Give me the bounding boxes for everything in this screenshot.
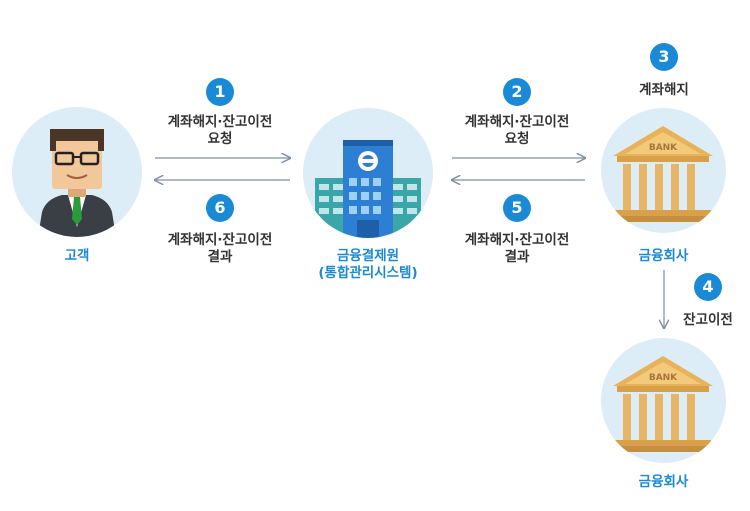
step-1-label: 계좌해지·잔고이전 요청 (145, 114, 295, 148)
customer-avatar-icon (38, 129, 116, 237)
step-6-line2: 결과 (207, 249, 233, 265)
bank-top-sign: BANK (649, 143, 678, 153)
bank-bottom-circle: BANK (601, 338, 726, 463)
step-5-badge: 5 (503, 194, 531, 222)
bank-icon: BANK (611, 126, 715, 222)
bank-top-label: 금융회사 (638, 248, 689, 264)
step-6-badge: 6 (206, 194, 234, 222)
step-5-line1: 계좌해지·잔고이전 (464, 232, 570, 248)
step-1-badge: 1 (206, 78, 234, 106)
customer-label: 고객 (64, 248, 90, 264)
clearing-label: 금융결제원 (통합관리시스템) (290, 248, 446, 282)
step-2-line2: 요청 (504, 131, 530, 147)
bank-bottom-label: 금융회사 (638, 474, 689, 490)
step-6-line1: 계좌해지·잔고이전 (167, 232, 273, 248)
clearing-label-line2: (통합관리시스템) (318, 265, 418, 281)
building-icon (315, 140, 421, 238)
step-1-line1: 계좌해지·잔고이전 (167, 114, 273, 130)
step-5-label: 계좌해지·잔고이전 결과 (442, 232, 592, 266)
step-5-line2: 결과 (504, 249, 530, 265)
step-1-line2: 요청 (207, 131, 233, 147)
step-2-badge: 2 (503, 78, 531, 106)
customer-circle (12, 107, 142, 237)
step-2-label: 계좌해지·잔고이전 요청 (442, 114, 592, 148)
clearing-label-line1: 금융결제원 (336, 248, 400, 264)
bank-top-circle: BANK (601, 108, 726, 233)
step-3-badge: 3 (650, 43, 678, 71)
step-4-label: 잔고이전 (683, 312, 733, 328)
step-3-label: 계좌해지 (639, 82, 689, 98)
bank-icon: BANK (611, 356, 715, 452)
clearing-circle (303, 108, 433, 238)
step-2-line1: 계좌해지·잔고이전 (464, 114, 570, 130)
step-6-label: 계좌해지·잔고이전 결과 (145, 232, 295, 266)
bank-bottom-sign: BANK (649, 373, 678, 383)
step-4-badge: 4 (694, 273, 722, 301)
